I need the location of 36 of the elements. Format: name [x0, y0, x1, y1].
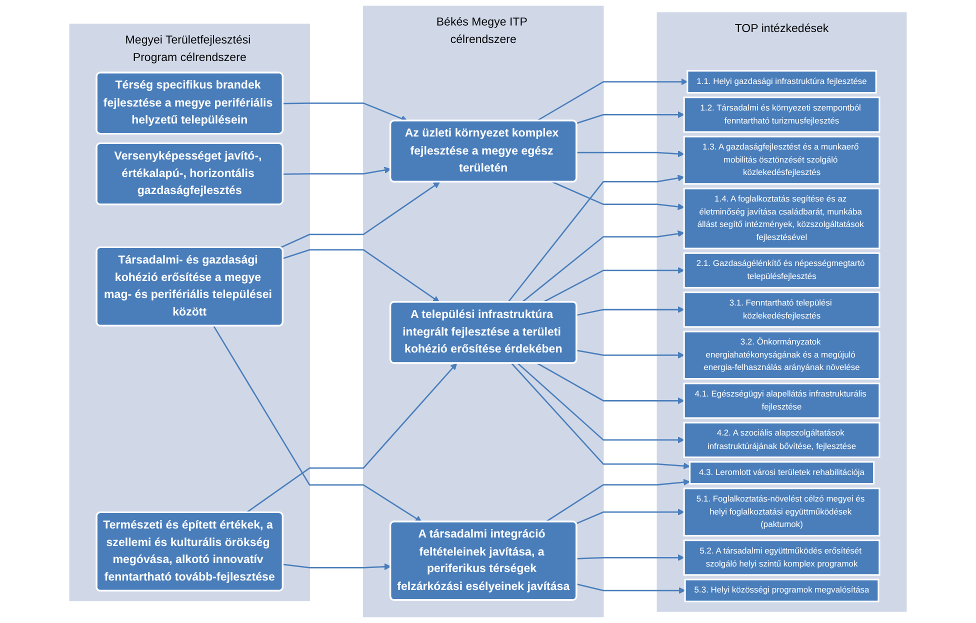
node-box: 4.3. Leromlott városi területek rehabilitációja: [689, 461, 875, 485]
arrow: [517, 362, 684, 444]
node-box: 1.4. A foglalkoztatás segítése és az életminőség javítása családbarát, munkába állást segítő intézmények, közszolgáltatások fejlesztésével: [683, 188, 880, 250]
arrow: [576, 508, 684, 524]
arrow: [576, 584, 686, 594]
arrow: [542, 267, 684, 303]
node-box: 3.2. Önkormányzatok energiahatékonyságának és a megújuló energia-felhasználás arányának növelése: [683, 330, 880, 380]
arrow: [511, 362, 690, 470]
node-box: 5.3. Helyi közösségi programok megvalósítása: [684, 578, 880, 602]
arrow: [282, 563, 392, 570]
arrow: [552, 181, 684, 210]
arrow: [283, 102, 408, 122]
arrow: [576, 150, 684, 158]
node-box: 2.1. Gazdaságélénkítő és népességmegtartó településfejlesztés: [683, 252, 880, 288]
arrow: [545, 478, 690, 522]
node-box: 1.2. Társadalmi és környezeti szempontból fenntartható turizmusfejlesztés: [683, 96, 880, 133]
node-box: 5.1. Foglalkoztatás-növelést célzó megyei és helyi foglalkoztatási együttműködések (paktumok): [683, 488, 880, 536]
arrow: [522, 230, 684, 303]
node-box: 4.1. Egészségügyi alapellátás infrastrukturális fejlesztése: [683, 382, 880, 419]
node-box: 1.1. Helyi gazdasági infrastruktúra fejlesztése: [686, 70, 877, 94]
arrow: [576, 111, 684, 124]
arrow: [536, 78, 688, 122]
arrow: [246, 363, 458, 514]
arrow: [576, 306, 684, 316]
arrow: [213, 326, 422, 522]
arrow: [280, 182, 440, 248]
arrow: [537, 362, 684, 404]
node-box: 3.1. Fenntartható települési közlekedésfejlesztés: [683, 292, 880, 328]
arrow: [282, 249, 440, 303]
node-box: 1.3. A gazdaságfejlesztést és a munkaerő mobilitás ösztönzését szolgáló közlekedésfejlesztés: [683, 136, 880, 185]
node-box: 4.2. A szociális alapszolgáltatások infrastruktúrájának bővítése, fejlesztése: [683, 422, 880, 458]
arrow: [576, 554, 684, 562]
arrow: [576, 350, 684, 359]
arrow: [508, 174, 684, 303]
node-box: 5.2. A társadalmi együttműködés erősítését szolgáló helyi szintű komplex programok: [683, 540, 880, 576]
arrow: [283, 166, 392, 175]
